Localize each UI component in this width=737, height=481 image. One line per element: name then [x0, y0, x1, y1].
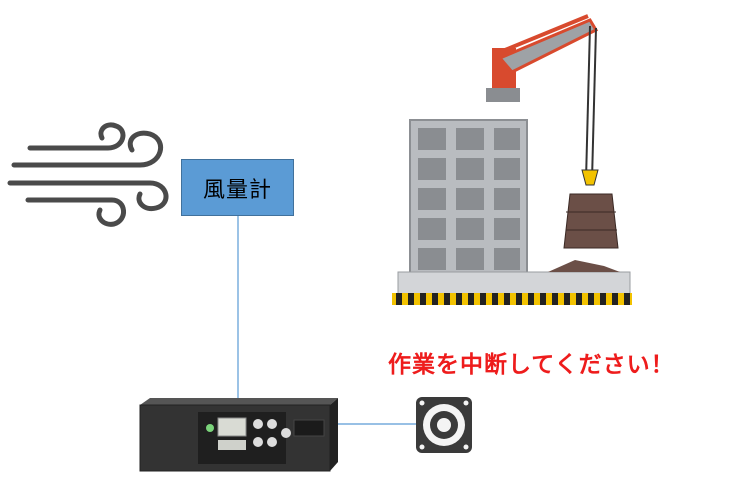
alert-message: 作業を中断してください！	[388, 352, 675, 378]
anemometer-label: 風量計	[202, 177, 272, 203]
construction-site-icon	[392, 14, 632, 305]
anemometer-box: 風量計	[181, 159, 294, 216]
controller-device-icon	[139, 398, 338, 472]
speaker-icon	[416, 397, 472, 453]
wind-icon	[7, 122, 169, 227]
